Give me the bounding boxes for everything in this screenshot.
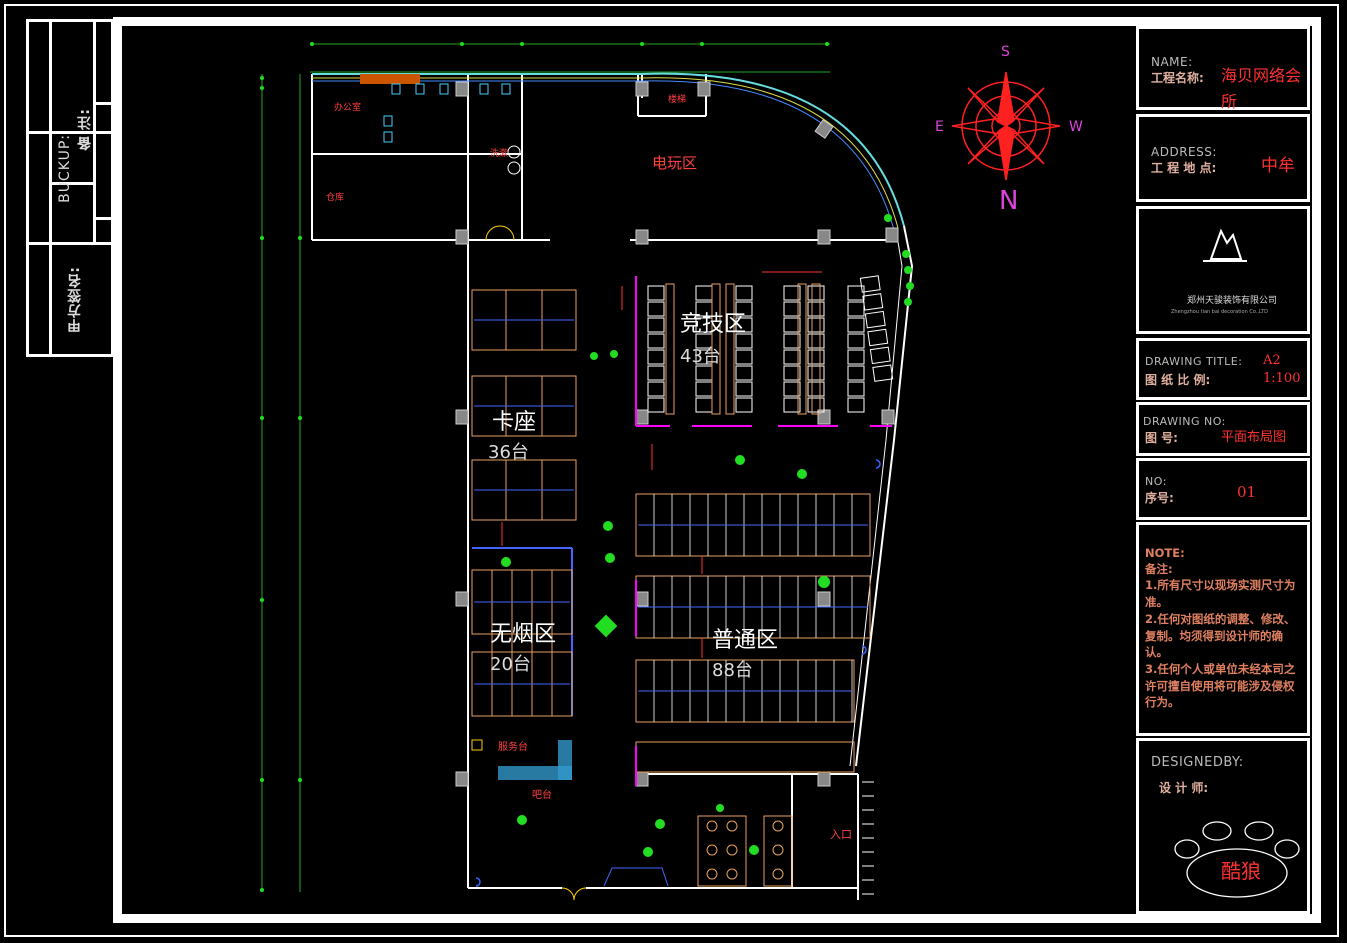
entry-doors — [561, 887, 587, 901]
strip-divider — [49, 22, 52, 354]
zone-nonsmoking-count: 20台 — [490, 654, 531, 675]
client-sign-label: 甲方签名: — [67, 266, 83, 333]
floor-plan — [260, 42, 914, 901]
regular-zone — [635, 493, 871, 786]
markers — [475, 459, 881, 887]
drawing-no-cn: 图 号: — [1145, 431, 1178, 445]
tb-note-cell: NOTE: 备注: 1.所有尺寸以现场实测尺寸为准。 2.任何对图纸的调整、修改… — [1136, 522, 1310, 736]
note-en: NOTE: — [1145, 546, 1185, 560]
drawing-title-en: DRAWING TITLE: — [1145, 355, 1243, 368]
zone-booth-count: 36台 — [488, 442, 529, 463]
drawing-title-cn: 图 纸 比 例: — [1145, 373, 1211, 387]
room-arcade-label: 电玩区 — [652, 154, 698, 172]
note-item-3: 3.任何个人或单位未经本司之许可擅自使用将可能涉及侵权行为。 — [1145, 662, 1296, 710]
building-walls — [311, 73, 892, 900]
compass-west: W — [1069, 119, 1083, 135]
nonsmoking-zone — [471, 547, 573, 717]
room-office-label: 办公室 — [334, 103, 362, 113]
dimension-ticks — [260, 42, 829, 892]
zone-competition-count: 43台 — [680, 346, 721, 367]
booth-zone — [471, 289, 577, 521]
designed-by-en: DESIGNEDBY: — [1151, 755, 1244, 770]
strip-row-divider — [29, 131, 111, 134]
lounge-seating — [697, 815, 793, 887]
room-storage-label: 仓库 — [326, 193, 345, 203]
strip-tick — [93, 102, 117, 105]
compass-icon — [951, 71, 1061, 181]
side-strip: BUCKUP: 备 注: 甲方签名: — [26, 19, 117, 357]
note-cn: 备注: — [1145, 562, 1173, 576]
tb-logo-cell: 郑州天骏装饰有限公司 Zhengzhou tian bai decoration… — [1136, 206, 1310, 334]
lounge-sofa — [603, 867, 669, 887]
bar-area — [471, 739, 572, 780]
room-bar-label: 吧台 — [532, 790, 552, 801]
tb-drawing-title-cell: DRAWING TITLE: 图 纸 比 例: A2 1:100 — [1136, 338, 1310, 400]
drawing-no-value: 平面布局图 — [1221, 430, 1287, 445]
company-name-en: Zhengzhou tian bai decoration Co.,LTD — [1171, 309, 1268, 315]
remark-label: 备 注: — [77, 108, 93, 151]
zone-competition-label: 竞技区 — [680, 312, 747, 337]
compass-south: S — [1001, 44, 1010, 60]
note-item-1: 1.所有尺寸以现场实测尺寸为准。 — [1145, 578, 1296, 609]
tb-drawing-no-cell: DRAWING NO: 图 号: 平面布局图 — [1136, 402, 1310, 456]
zone-regular-label: 普通区 — [712, 628, 779, 653]
name-cn: 工程名称: — [1151, 71, 1204, 85]
restroom-fixtures — [383, 83, 511, 143]
competition-magenta-walls — [635, 276, 892, 427]
entry-awning — [360, 74, 420, 84]
washroom-fixtures — [507, 145, 521, 175]
drawing-no-en: DRAWING NO: — [1143, 415, 1226, 428]
bar-sign-label: 服务台 — [498, 742, 528, 753]
title-block: NAME: 工程名称: 海贝网络会所 ADDRESS: 工 程 地 点: 中牟 … — [1136, 26, 1314, 914]
plants — [501, 214, 914, 857]
designer-paw-logo-icon — [1174, 821, 1300, 898]
tb-no-cell: NO: 序号: 01 — [1136, 458, 1310, 520]
company-logo-icon — [1203, 228, 1247, 262]
tb-name-cell: NAME: 工程名称: 海贝网络会所 — [1136, 26, 1310, 111]
designer-logo-text: 酷狼 — [1221, 859, 1261, 883]
drawing-size: A2 — [1263, 353, 1281, 368]
no-cn: 序号: — [1145, 491, 1174, 505]
tb-designer-cell: DESIGNEDBY: 设 计 师: 酷狼 — [1136, 738, 1310, 914]
no-en: NO: — [1145, 475, 1167, 488]
address-cn: 工 程 地 点: — [1151, 161, 1217, 175]
company-name: 郑州天骏装饰有限公司 — [1187, 296, 1278, 306]
outer-frame — [4, 4, 1339, 937]
dimension-lines — [261, 43, 830, 892]
competition-zone — [635, 275, 894, 427]
strip-row-divider — [29, 242, 111, 245]
tb-address-cell: ADDRESS: 工 程 地 点: 中牟 — [1136, 114, 1310, 202]
name-value: 海贝网络会所 — [1221, 66, 1302, 111]
zone-nonsmoking-label: 无烟区 — [490, 622, 557, 647]
address-en: ADDRESS: — [1151, 145, 1217, 159]
room-washroom-label: 洗漱 — [490, 149, 509, 159]
red-dimension-marks — [501, 271, 822, 658]
note-item-2: 2.任何对图纸的调整、修改、复制。均须得到设计师的确认。 — [1145, 612, 1296, 660]
rear-doors — [485, 225, 515, 241]
curved-facade — [312, 72, 914, 767]
room-stairs-label: 楼梯 — [668, 95, 687, 105]
compass-east: E — [935, 119, 944, 135]
zone-regular-count: 88台 — [712, 660, 753, 681]
room-entry-label: 入口 — [830, 828, 852, 841]
zone-booth-label: 卡座 — [492, 410, 537, 435]
drawing-scale: 1:100 — [1263, 371, 1301, 386]
right-stairs — [862, 781, 874, 895]
name-en: NAME: — [1151, 55, 1193, 69]
strip-tick — [49, 182, 93, 185]
no-value: 01 — [1237, 483, 1257, 501]
strip-tick — [93, 217, 117, 220]
buckup-label: BUCKUP: — [57, 134, 73, 203]
address-value: 中牟 — [1261, 156, 1295, 176]
designer-cn: 设 计 师: — [1159, 781, 1209, 795]
compass-north: N — [999, 186, 1019, 216]
